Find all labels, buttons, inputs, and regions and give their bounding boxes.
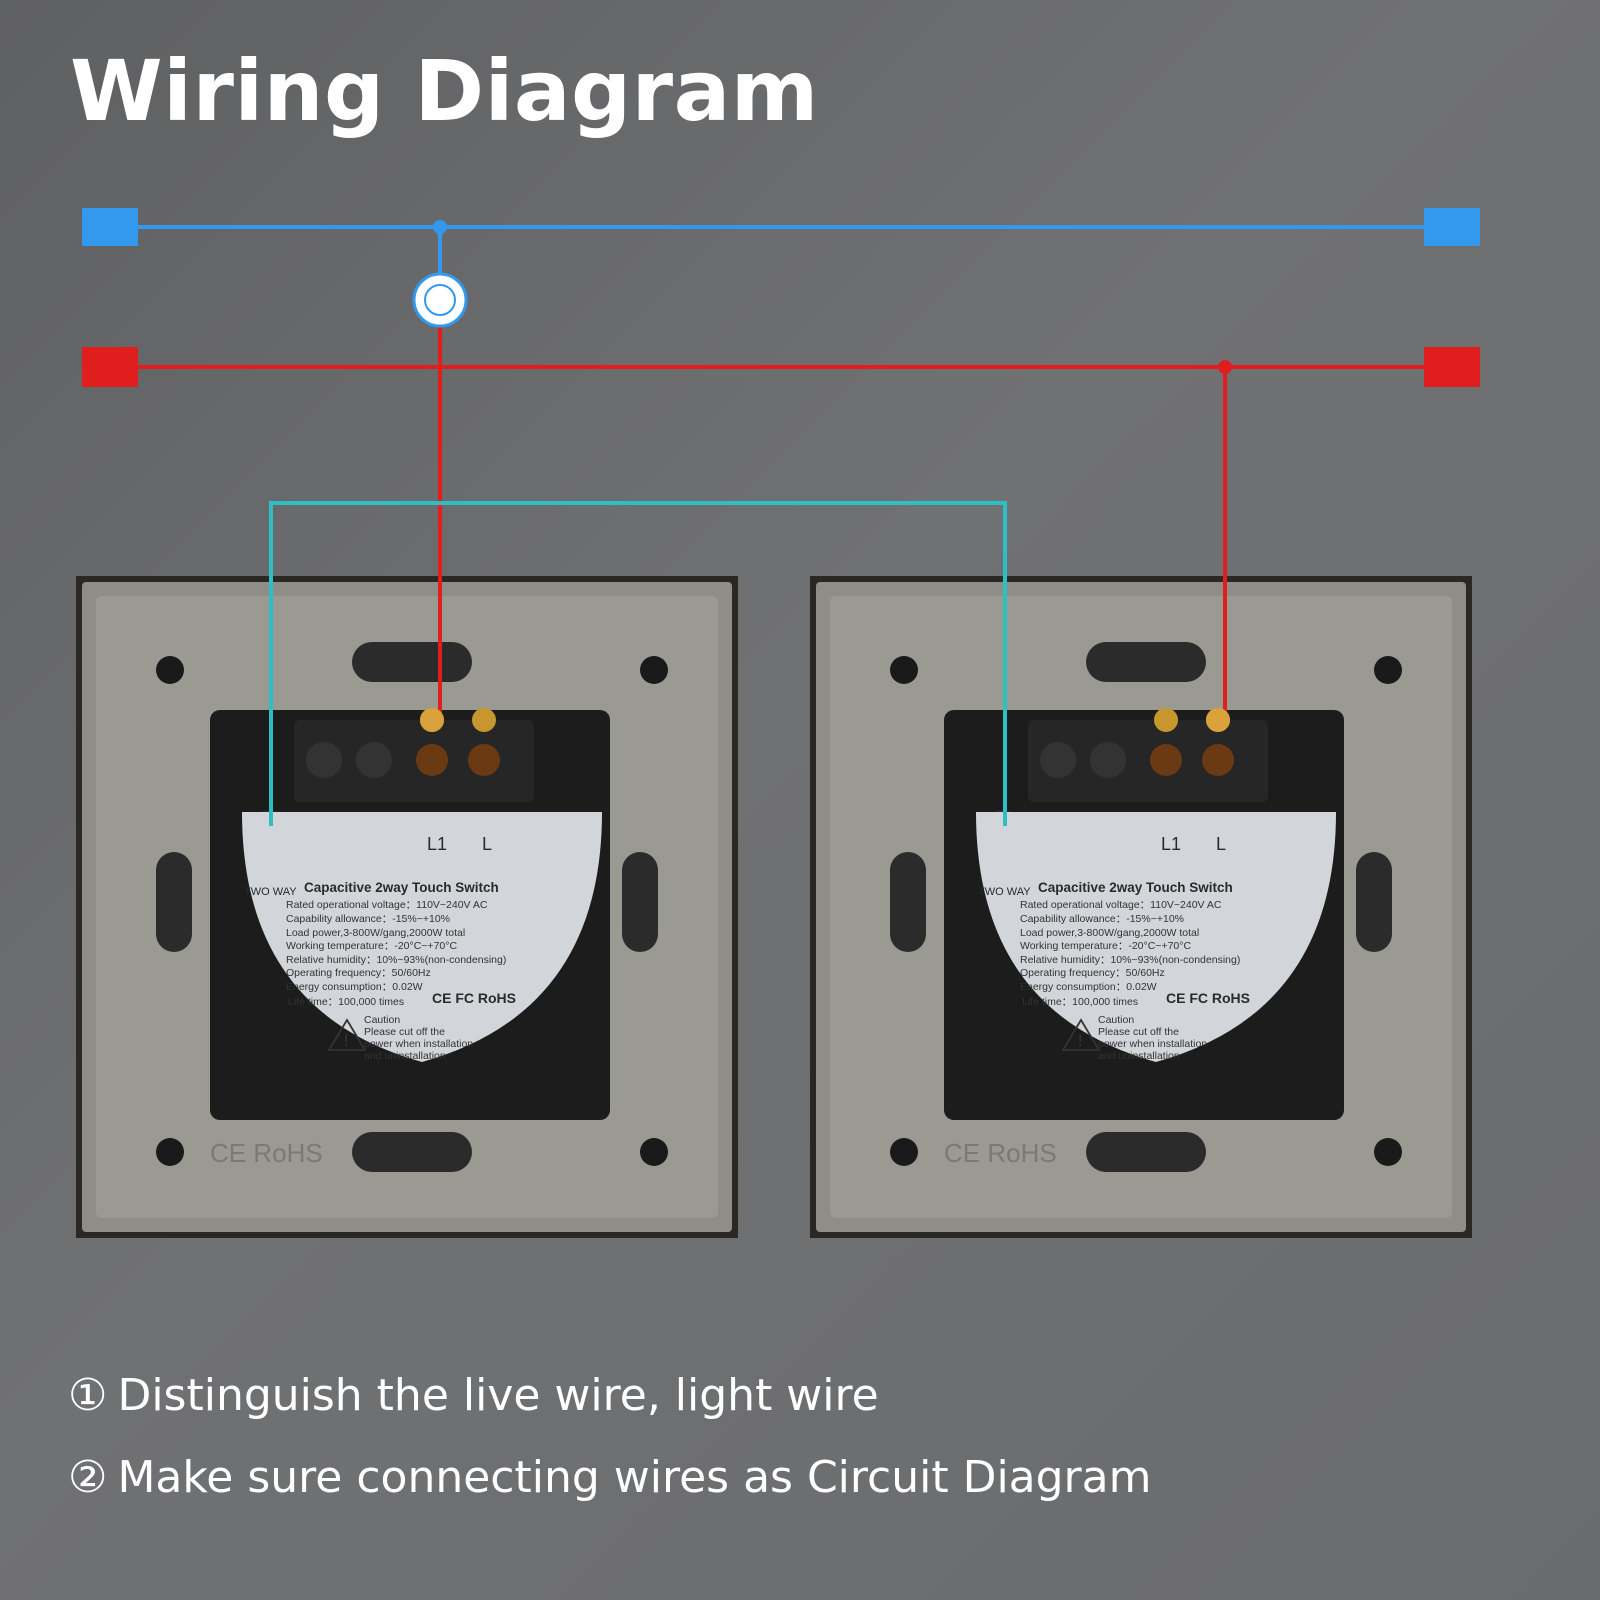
- spec-line: Working temperature：-20°C~+70°C: [1020, 940, 1191, 952]
- live-terminal-left: [82, 347, 138, 387]
- spec-line: Capability allowance：-15%~+10%: [286, 913, 450, 925]
- live-terminal-right: [1424, 347, 1480, 387]
- spec-line: Relative humidity：10%~93%(non-condensing…: [286, 954, 506, 966]
- spec-line: Energy consumption：0.02W: [1020, 981, 1157, 993]
- caution-line: Please cut off the: [364, 1026, 445, 1038]
- spec-line: Relative humidity：10%~93%(non-condensing…: [1020, 954, 1240, 966]
- spec-line: Rated operational voltage：110V~240V AC: [286, 899, 488, 911]
- svg-text:!: !: [343, 1031, 349, 1050]
- spec-line: Capability allowance：-15%~+10%: [1020, 913, 1184, 925]
- terminal-label-l: L: [1216, 834, 1226, 854]
- product-name: Capacitive 2way Touch Switch: [304, 880, 499, 895]
- terminal-label-l1: L1: [427, 834, 447, 854]
- spec-line: Working temperature：-20°C~+70°C: [286, 940, 457, 952]
- caution-triangle-icon: !: [1061, 1018, 1101, 1051]
- brand-line: TWO WAY: [244, 886, 297, 898]
- instruction-text: Make sure connecting wires as Circuit Di…: [117, 1452, 1152, 1503]
- plate-mark: CE RoHS: [210, 1138, 323, 1168]
- traveler-wire: [269, 501, 1007, 826]
- instruction-number: ②: [68, 1452, 108, 1503]
- spec-line: Operating frequency：50/60Hz: [1020, 967, 1165, 979]
- caution-title: Caution: [1098, 1014, 1134, 1026]
- spec-line: Load power,3-800W/gang,2000W total: [1020, 927, 1199, 939]
- certifications: CE FC RoHS: [432, 990, 516, 1006]
- wires: [82, 208, 1480, 826]
- svg-text:!: !: [1077, 1031, 1083, 1050]
- product-name: Capacitive 2way Touch Switch: [1038, 880, 1233, 895]
- neutral-terminal-left: [82, 208, 138, 246]
- page-title: Wiring Diagram: [70, 42, 819, 140]
- plate-mark: CE RoHS: [944, 1138, 1057, 1168]
- caution-triangle-icon: !: [327, 1018, 367, 1051]
- lamp-icon: [412, 272, 468, 328]
- caution-line: and uninstallation: [1098, 1050, 1180, 1062]
- caution-title: Caution: [364, 1014, 400, 1026]
- spec-line: Load power,3-800W/gang,2000W total: [286, 927, 465, 939]
- switch-panel-2: L1 L TWO WAY Capacitive 2way Touch Switc…: [810, 576, 1472, 1238]
- certifications: CE FC RoHS: [1166, 990, 1250, 1006]
- spec-line: Rated operational voltage：110V~240V AC: [1020, 899, 1222, 911]
- spec-line: Life time：100,000 times: [1022, 996, 1138, 1008]
- caution-line: power when installation: [1098, 1038, 1207, 1050]
- brand-line: TWO WAY: [978, 886, 1031, 898]
- spec-line: Energy consumption：0.02W: [286, 981, 423, 993]
- terminal-label-l: L: [482, 834, 492, 854]
- spec-line: Operating frequency：50/60Hz: [286, 967, 431, 979]
- caution-line: power when installation: [364, 1038, 473, 1050]
- neutral-terminal-right: [1424, 208, 1480, 246]
- instruction-number: ①: [68, 1370, 108, 1421]
- instruction-text: Distinguish the live wire, light wire: [117, 1370, 879, 1421]
- spec-line: Life time：100,000 times: [288, 996, 404, 1008]
- terminal-label-l1: L1: [1161, 834, 1181, 854]
- caution-line: and uninstallation: [364, 1050, 446, 1062]
- switch-panel-1: L1 L TWO WAY Capacitive 2way Touch Switc…: [76, 576, 738, 1238]
- caution-line: Please cut off the: [1098, 1026, 1179, 1038]
